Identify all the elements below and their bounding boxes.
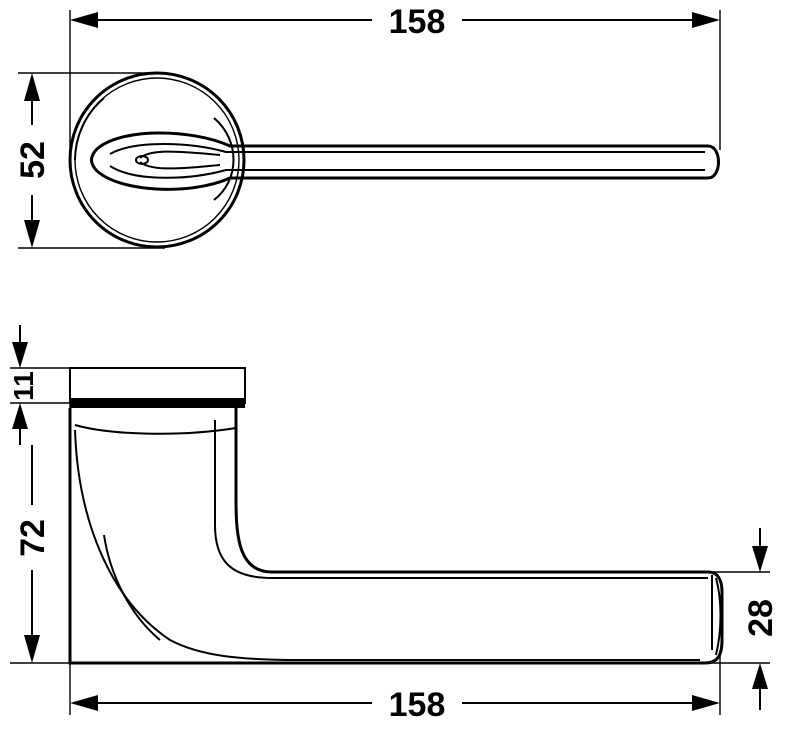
dim-total-height: 72 bbox=[14, 445, 52, 663]
dim-label-total-height: 72 bbox=[14, 519, 52, 557]
rosette-side bbox=[69, 367, 246, 408]
dim-label-top-width: 158 bbox=[389, 3, 446, 41]
dim-label-top-height: 52 bbox=[14, 141, 52, 179]
rosette-outer-circle bbox=[68, 71, 246, 249]
dim-top-width: 158 bbox=[70, 3, 720, 41]
side-view: 11 72 28 158 bbox=[8, 325, 780, 724]
lever-top bbox=[90, 117, 720, 201]
dim-side-width: 158 bbox=[70, 686, 720, 724]
dim-top-height: 52 bbox=[14, 73, 52, 248]
dim-label-lever-height: 28 bbox=[742, 599, 780, 637]
lever-side bbox=[68, 408, 724, 665]
top-view: 158 52 bbox=[14, 3, 721, 249]
dim-label-side-width: 158 bbox=[389, 686, 446, 724]
rosette-shadow-arc bbox=[74, 97, 105, 161]
dim-label-rose-height: 11 bbox=[8, 371, 39, 401]
dim-rose-height: 11 bbox=[8, 325, 39, 445]
dim-lever-height: 28 bbox=[742, 528, 780, 710]
